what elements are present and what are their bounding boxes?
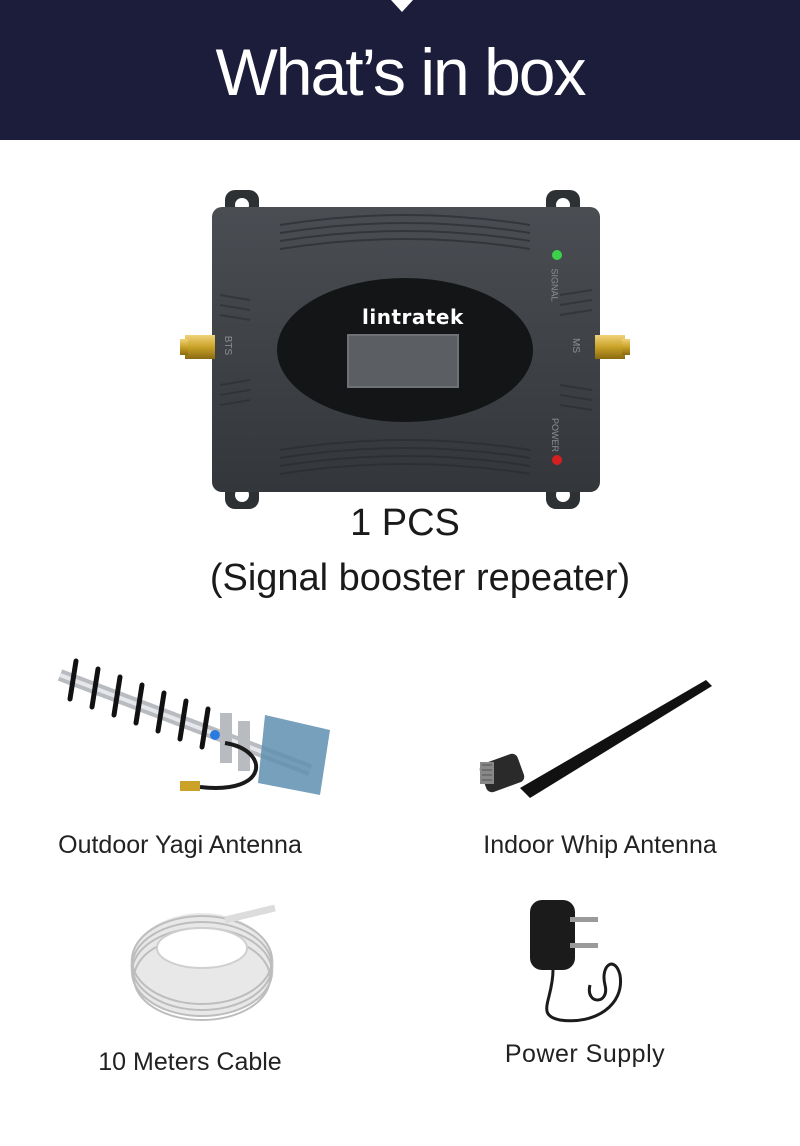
page-title: What’s in box: [215, 35, 587, 109]
yagi-antenna-icon: [57, 658, 330, 795]
whip-antenna-icon: [479, 680, 712, 798]
power-supply-image: [515, 895, 635, 1030]
header-banner: What’s in box: [0, 0, 800, 140]
whip-antenna-label: Indoor Whip Antenna: [483, 831, 717, 859]
signal-booster-image: lintratek BTS MS SIGNAL POWER: [180, 185, 630, 515]
yagi-antenna-label: Outdoor Yagi Antenna: [58, 831, 302, 859]
cable-label: 10 Meters Cable: [98, 1048, 282, 1076]
signal-booster-icon: [180, 190, 630, 509]
booster-description: (Signal booster repeater): [209, 557, 631, 599]
booster-quantity: 1 PCS: [350, 502, 460, 544]
yagi-antenna-image: [40, 655, 350, 815]
brand-logo: lintratek: [362, 305, 464, 329]
cable-coil-image: [125, 900, 280, 1030]
led-label-signal: SIGNAL: [549, 268, 560, 302]
cable-coil-icon: [130, 904, 276, 1021]
power-supply-label: Power Supply: [504, 1040, 666, 1068]
whip-antenna-image: [470, 670, 720, 820]
led-label-power: POWER: [550, 417, 561, 453]
header-notch: [391, 0, 413, 12]
port-label-ms: MS: [570, 338, 581, 353]
port-label-bts: BTS: [222, 335, 234, 356]
power-adapter-icon: [530, 900, 623, 1023]
